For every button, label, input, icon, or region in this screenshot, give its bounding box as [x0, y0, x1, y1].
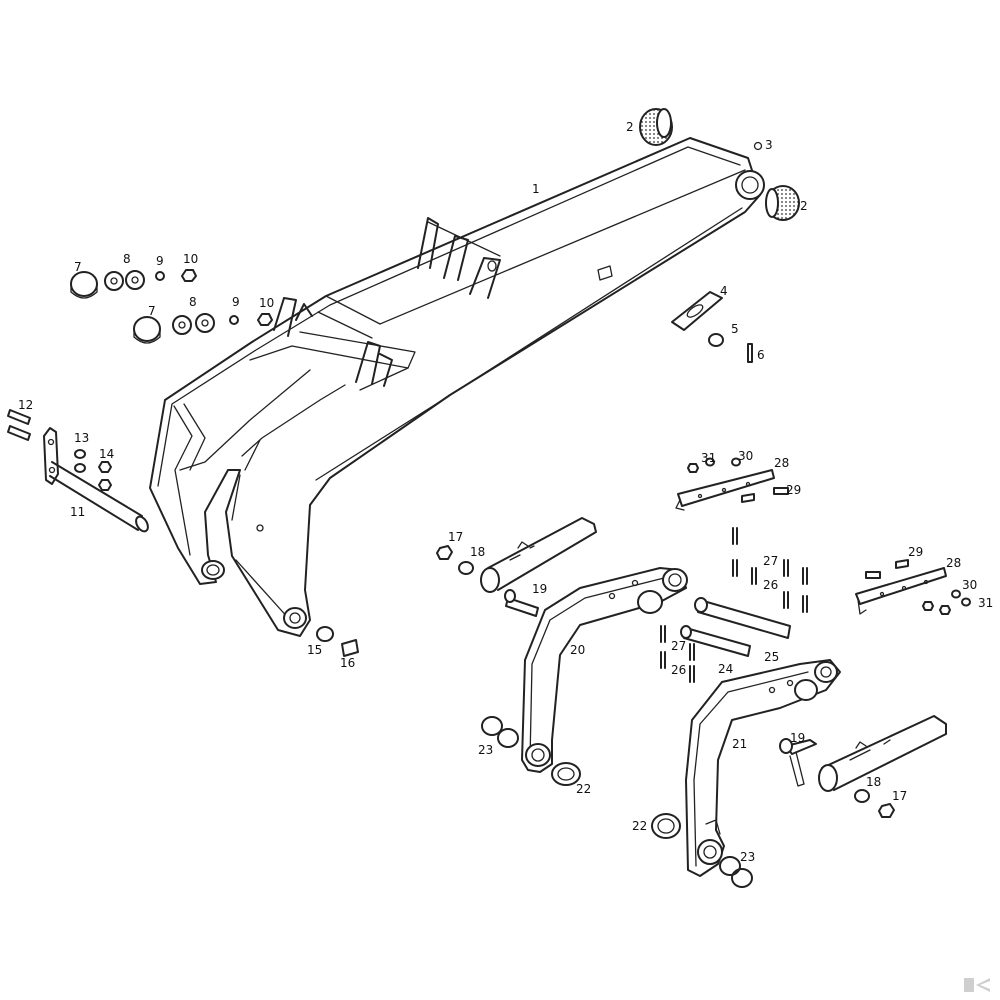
washer-18-lower: [854, 789, 870, 803]
nut-31-lower: [922, 601, 934, 611]
label-part-17: 17: [892, 789, 907, 803]
grease-nipple: [753, 141, 763, 151]
nut-17-upper: [436, 545, 453, 560]
label-part-22: 22: [632, 819, 647, 833]
bushing-top: [639, 108, 673, 146]
hardware-set-upper: [70, 269, 197, 299]
label-part-29: 29: [786, 483, 801, 497]
label-part-10: 10: [259, 296, 274, 310]
bushing-right: [765, 185, 800, 221]
axle-pin: [43, 427, 149, 533]
label-part-19: 19: [532, 582, 547, 596]
washer-15: [316, 626, 334, 642]
roll-pins-upper: [732, 527, 808, 613]
bushing-22-left: [551, 762, 581, 786]
slotted-plate: [671, 291, 723, 331]
label-part-14: 14: [99, 447, 114, 461]
nut-17-lower: [878, 803, 895, 818]
washer-30-lower: [951, 589, 961, 599]
hardware-set-lower: [133, 313, 273, 344]
hydraulic-cylinder-lower: [818, 715, 947, 792]
washer-30-upper: [731, 457, 741, 467]
label-part-8: 8: [123, 252, 131, 266]
washers-23-right: [719, 856, 753, 888]
k-logo-icon: [964, 978, 990, 992]
roll-pins-lower: [660, 625, 695, 683]
boom-arm: [149, 137, 765, 637]
label-part-2: 2: [800, 199, 808, 213]
label-part-20: 20: [570, 643, 585, 657]
guide-rail-upper: [675, 469, 775, 511]
label-part-3: 3: [765, 138, 773, 152]
label-part-28: 28: [946, 556, 961, 570]
link-arm-20: [521, 567, 688, 773]
bushing-22-right: [651, 813, 681, 839]
label-part-19: 19: [790, 731, 805, 745]
label-part-8: 8: [189, 295, 197, 309]
label-part-22: 22: [576, 782, 591, 796]
guide-rail-lower: [855, 567, 947, 615]
screw-29-lower: [865, 571, 881, 579]
label-part-24: 24: [718, 662, 733, 676]
label-part-11: 11: [70, 505, 85, 519]
screw-upper-small: [741, 493, 755, 503]
label-part-30: 30: [962, 578, 977, 592]
link-arm-21: [685, 659, 841, 877]
label-part-23: 23: [740, 850, 755, 864]
pin-19-upper: [504, 589, 539, 617]
label-part-18: 18: [866, 775, 881, 789]
pin-6: [747, 343, 753, 363]
label-part-4: 4: [720, 284, 728, 298]
washer-31-lower: [961, 597, 971, 607]
label-part-18: 18: [470, 545, 485, 559]
label-part-9: 9: [232, 295, 240, 309]
nut-31-upper: [687, 463, 699, 473]
label-part-27: 27: [763, 554, 778, 568]
label-part-7: 7: [74, 260, 82, 274]
label-part-29: 29: [908, 545, 923, 559]
washers-23-left: [481, 716, 519, 748]
label-part-21: 21: [732, 737, 747, 751]
label-part-10: 10: [183, 252, 198, 266]
label-part-1: 1: [532, 182, 540, 196]
label-part-31: 31: [978, 596, 993, 610]
screw-lower-small: [895, 559, 909, 569]
pin-25: [694, 597, 791, 639]
nut-30-lower: [939, 605, 951, 615]
washers-13: [74, 449, 86, 473]
label-part-28: 28: [774, 456, 789, 470]
part-labels: 1 2 2 3 4 5 6 7 7 8 8 9 9 10 10 11 12 13…: [18, 120, 993, 864]
label-part-30: 30: [738, 449, 753, 463]
washer-18-upper: [458, 561, 474, 575]
washer-5: [708, 333, 724, 347]
label-part-26: 26: [671, 663, 686, 677]
label-part-26: 26: [763, 578, 778, 592]
pin-24: [680, 625, 751, 657]
label-part-7: 7: [148, 304, 156, 318]
nuts-14: [98, 461, 112, 491]
label-part-23: 23: [478, 743, 493, 757]
label-part-16: 16: [340, 656, 355, 670]
bolt-16: [341, 639, 359, 657]
label-part-6: 6: [757, 348, 765, 362]
bolts-12: [7, 409, 31, 441]
label-part-2: 2: [626, 120, 634, 134]
label-part-5: 5: [731, 322, 739, 336]
label-part-15: 15: [307, 643, 322, 657]
label-part-17: 17: [448, 530, 463, 544]
washer-31-upper: [705, 457, 715, 467]
screw-29-upper: [773, 487, 789, 495]
label-part-13: 13: [74, 431, 89, 445]
label-part-25: 25: [764, 650, 779, 664]
label-part-31: 31: [701, 451, 716, 465]
pin-19-lower: [779, 738, 817, 787]
label-part-27: 27: [671, 639, 686, 653]
label-part-9: 9: [156, 254, 164, 268]
label-part-12: 12: [18, 398, 33, 412]
hydraulic-cylinder-upper: [480, 517, 597, 593]
